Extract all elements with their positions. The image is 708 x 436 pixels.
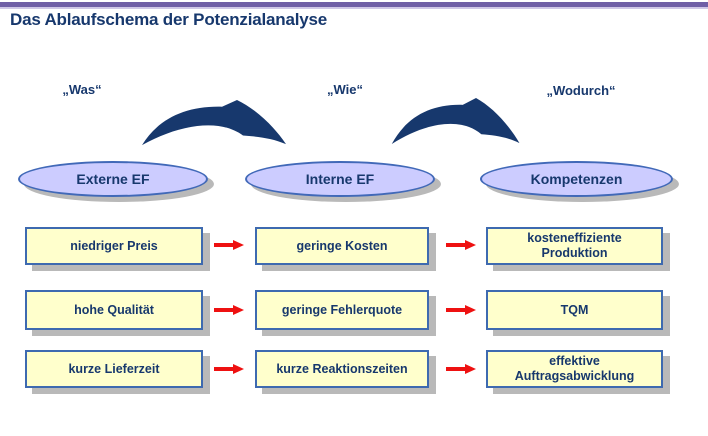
right-arrow-icon (214, 364, 244, 374)
ellipse-kompetenzen: Kompetenzen (480, 161, 673, 197)
factor-box-kurze-reaktionszeiten: kurze Reaktionszeiten (255, 350, 429, 388)
factor-box-kosteneffiziente-produktion: kosteneffiziente Produktion (486, 227, 663, 265)
stage-label-was: „Was“ (62, 82, 102, 97)
factor-box-hohe-qualitaet: hohe Qualität (25, 290, 203, 330)
factor-box-geringe-fehlerquote: geringe Fehlerquote (255, 290, 429, 330)
factor-box-effektive-auftragsabwicklung: effektive Auftragsabwicklung (486, 350, 663, 388)
right-arrow-icon (446, 305, 476, 315)
curved-flow-arrow-icon (142, 100, 286, 146)
top-divider-highlight (0, 7, 708, 9)
right-arrow-icon (446, 364, 476, 374)
factor-box-niedriger-preis: niedriger Preis (25, 227, 203, 265)
ellipse-interne-ef: Interne EF (245, 161, 435, 197)
stage-label-wie: „Wie“ (327, 82, 363, 97)
stage-label-wodurch: „Wodurch“ (546, 83, 616, 98)
ellipse-externe-ef: Externe EF (18, 161, 208, 197)
right-arrow-icon (214, 240, 244, 250)
right-arrow-icon (214, 305, 244, 315)
factor-box-kurze-lieferzeit: kurze Lieferzeit (25, 350, 203, 388)
top-divider (0, 2, 708, 7)
curved-flow-arrow-icon (391, 98, 520, 145)
factor-box-tqm: TQM (486, 290, 663, 330)
right-arrow-icon (446, 240, 476, 250)
factor-box-geringe-kosten: geringe Kosten (255, 227, 429, 265)
page-title: Das Ablaufschema der Potenzialanalyse (10, 10, 327, 29)
